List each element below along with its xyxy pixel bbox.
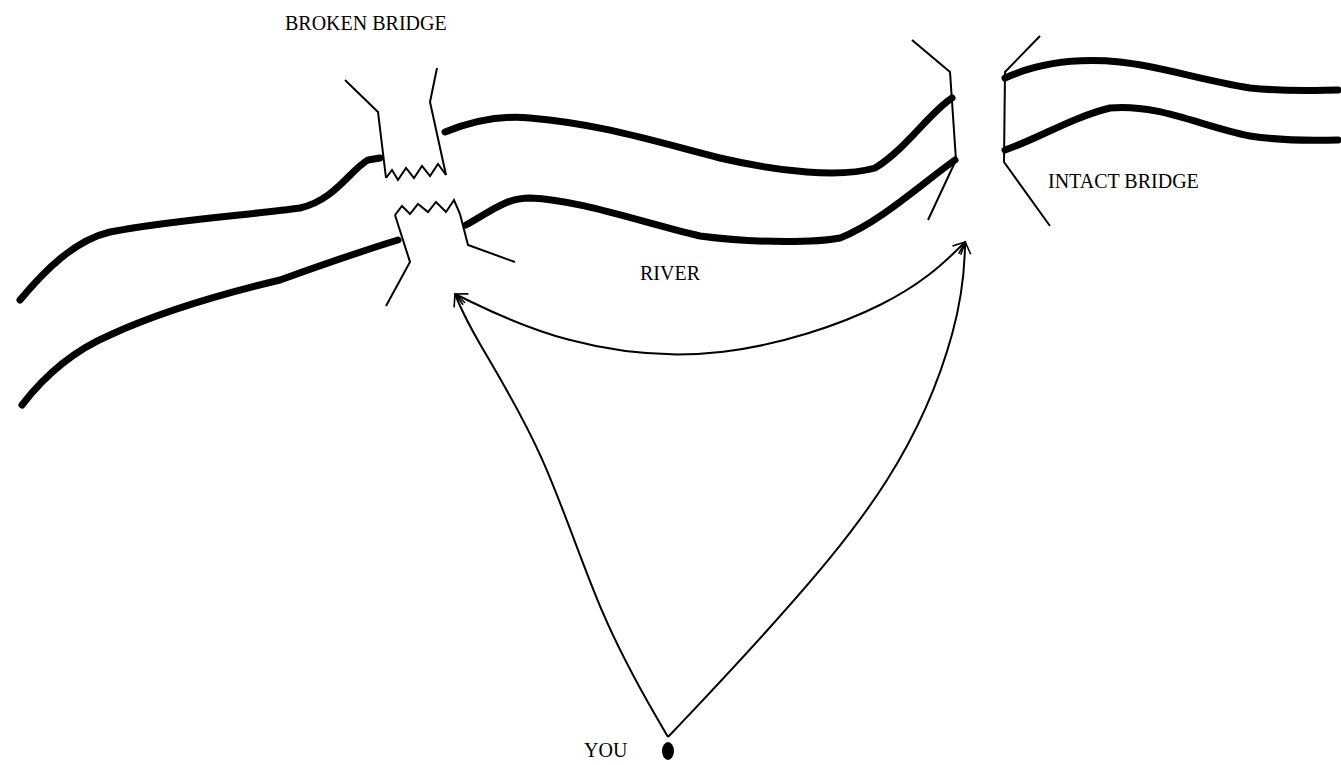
you-dot	[660, 741, 676, 761]
river-bank	[445, 98, 952, 173]
broken-bridge-upper	[345, 80, 386, 178]
position-label: YOU	[584, 739, 627, 761]
bridge-label: BROKEN BRIDGE	[285, 12, 447, 34]
bridge-area: BROKEN BRIDGE	[280, 8, 530, 294]
broken-bridge-upper	[430, 68, 446, 175]
route-arrow	[455, 242, 965, 354]
position-marker: YOU	[582, 737, 682, 763]
broken-bridge-edge	[386, 164, 446, 180]
river-bank	[1005, 108, 1338, 150]
broken-bridge-lower	[386, 215, 410, 306]
you-dot	[662, 742, 674, 760]
bridge-area: INTACT BRIDGE	[920, 30, 1255, 242]
intact-bridge	[1004, 36, 1050, 226]
route-arrow	[668, 242, 965, 737]
broken-bridge-edge	[395, 200, 460, 215]
bridge-label: INTACT BRIDGE	[1048, 170, 1199, 192]
broken-bridge-lower	[460, 214, 515, 262]
river-bank	[466, 160, 955, 242]
intact-bridge	[912, 40, 956, 220]
river-bank	[20, 158, 380, 300]
river-label: RIVER	[640, 262, 700, 284]
river-bank	[22, 240, 398, 405]
route-arrow	[455, 294, 668, 737]
river-bank	[1005, 61, 1338, 91]
